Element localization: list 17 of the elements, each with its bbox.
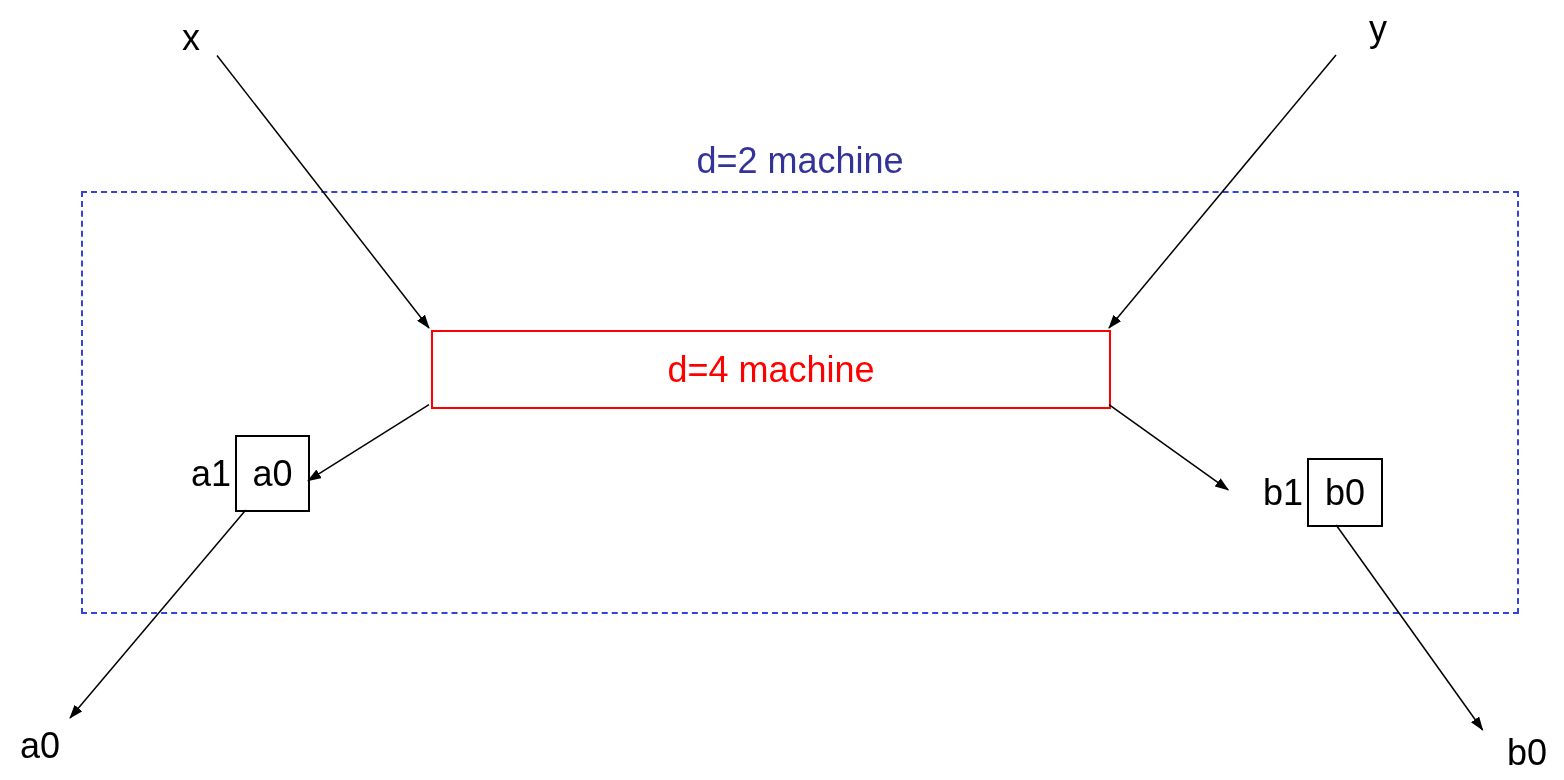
register-label: a0	[252, 451, 293, 496]
input-label: y	[1336, 3, 1420, 55]
arrow	[1108, 54, 1337, 329]
arrow	[1335, 524, 1484, 731]
arrow	[216, 54, 430, 329]
input-label: x	[165, 15, 217, 60]
machine-box	[431, 330, 1111, 409]
box-label: d=4 machine	[667, 347, 875, 392]
output-label: a0	[10, 718, 70, 773]
frame-title: d=2 machine	[695, 139, 905, 183]
arrow	[307, 403, 430, 482]
output-label: b0	[1490, 730, 1564, 775]
register-caption: a1	[190, 455, 231, 492]
arrow	[1108, 403, 1230, 491]
register-caption: b1	[1262, 474, 1303, 511]
arrow	[69, 509, 247, 719]
register-label: b0	[1324, 470, 1365, 515]
